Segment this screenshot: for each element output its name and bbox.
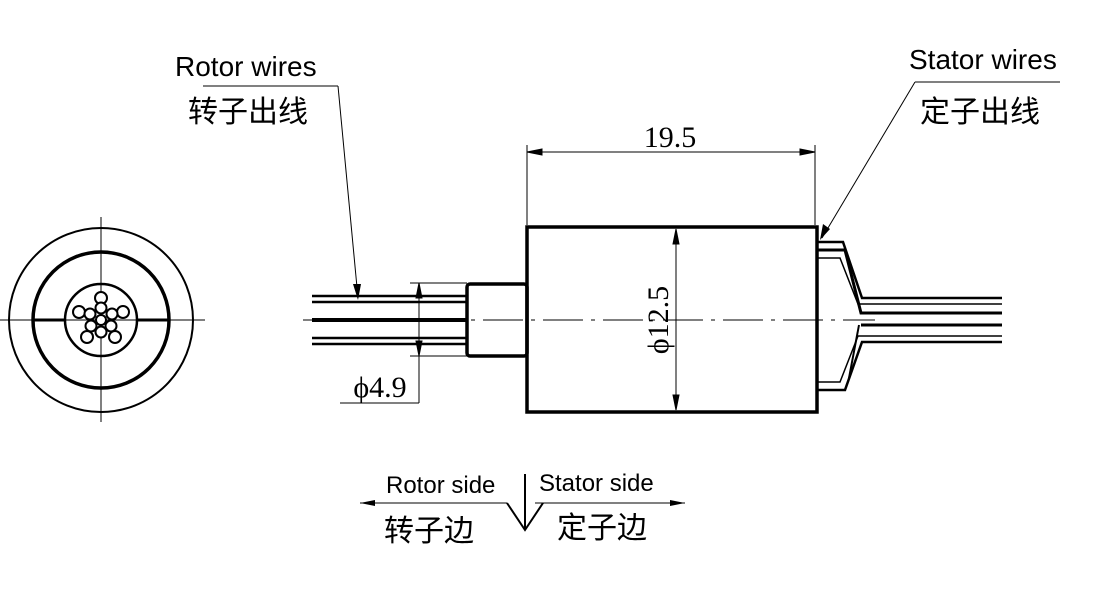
stator-wire (817, 335, 1002, 383)
side-indicator (360, 474, 685, 532)
wire-circle (94, 325, 108, 339)
stator-wires-label-en: Stator wires (909, 44, 1057, 75)
wire-bundle (72, 291, 130, 344)
body-length-label: 19.5 (644, 121, 697, 154)
rotor-wires-label-en: Rotor wires (175, 51, 317, 82)
dimension-shaft-diameter (340, 282, 467, 404)
stator-wire (817, 248, 1002, 315)
side-view (303, 225, 1002, 414)
stator-wire (817, 340, 1002, 392)
stator-wire (848, 324, 860, 379)
dimension-body-diameter (672, 228, 680, 411)
divider-v-mark (506, 502, 544, 532)
end-view (0, 217, 205, 422)
rotor-wires-leader (337, 85, 359, 299)
body-diameter-label: ϕ12.5 (642, 286, 675, 354)
rotor-wires-arrow (353, 284, 361, 300)
wire-circle (116, 305, 130, 319)
rotor-side-label-en: Rotor side (386, 472, 495, 499)
wire-circle (72, 305, 86, 319)
wire-circle (83, 307, 97, 321)
rotor-side-label-cn: 转子边 (384, 514, 474, 549)
wire-circle (95, 314, 107, 326)
end-view-outer-circle (8, 227, 194, 413)
stator-wires-leader (821, 81, 916, 239)
wire-circle (104, 319, 118, 333)
slip-ring-body (525, 225, 819, 414)
stator-wires-arrow (820, 224, 830, 240)
wire-circle (84, 319, 98, 333)
rotor-side-arrowhead (360, 500, 375, 506)
rotor-wires (312, 294, 467, 346)
stator-wires (817, 240, 1002, 392)
dimension-body-length (526, 145, 816, 225)
wire-circle (80, 330, 94, 344)
shaft-diameter-label: ϕ4.9 (353, 371, 406, 404)
rotor-wires-label-cn: 转子出线 (188, 95, 308, 130)
stator-wire (817, 257, 1002, 305)
stator-wire (817, 240, 1002, 300)
wire-circle (108, 330, 122, 344)
stator-side-label-en: Stator side (539, 470, 654, 497)
stator-wires-label-cn: 定子出线 (920, 95, 1040, 130)
stator-side-arrowhead (670, 500, 685, 506)
wire-circle (105, 307, 119, 321)
wire-circle (94, 301, 108, 315)
stator-side-label-cn: 定子边 (557, 511, 647, 546)
